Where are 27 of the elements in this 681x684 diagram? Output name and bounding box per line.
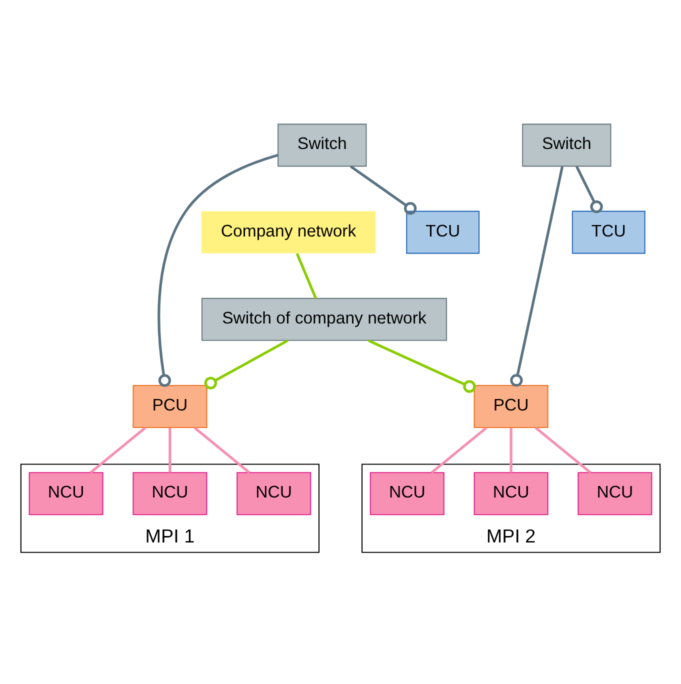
connector <box>194 426 250 474</box>
node-box: NCU <box>370 472 444 515</box>
node-box: TCU <box>406 210 480 254</box>
node-box: PCU <box>132 384 208 428</box>
connector <box>534 426 592 474</box>
node-box: Company network <box>201 210 376 253</box>
connector <box>368 338 476 392</box>
node-box: NCU <box>236 472 312 515</box>
node-box: NCU <box>578 472 652 515</box>
connector <box>575 165 603 213</box>
node-box: Switch of company network <box>201 297 448 340</box>
connector <box>430 426 488 474</box>
node-box: Switch <box>278 123 367 166</box>
connector <box>350 164 417 214</box>
node-box: NCU <box>28 472 104 515</box>
node-box: TCU <box>572 210 646 254</box>
connector <box>90 426 146 474</box>
node-box: NCU <box>474 472 548 515</box>
node-box: Switch <box>522 123 612 166</box>
node-box: NCU <box>132 472 208 515</box>
connector <box>204 338 288 389</box>
connector <box>510 166 564 386</box>
connector <box>158 153 278 386</box>
connector <box>296 252 318 298</box>
connector <box>168 427 172 472</box>
node-box: PCU <box>474 384 548 428</box>
connector <box>510 427 512 472</box>
